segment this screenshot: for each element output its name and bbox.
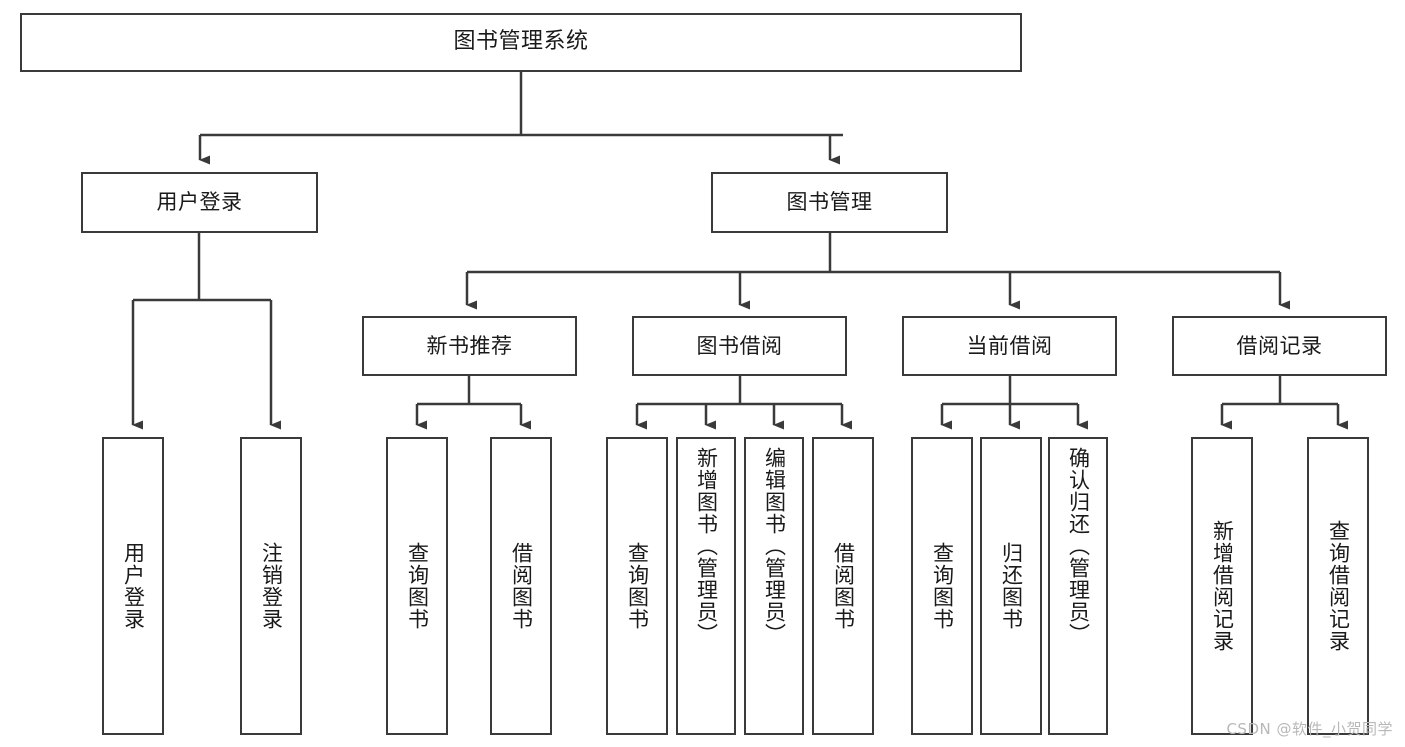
node-book-borrow-label: 图书借阅 bbox=[696, 333, 783, 358]
node-book-manage[interactable]: 图书管理 bbox=[711, 172, 948, 233]
node-leaf-query-book-1-label: 查询图书 bbox=[405, 542, 430, 630]
node-root-label: 图书管理系统 bbox=[453, 29, 589, 55]
node-current-borrow-label: 当前借阅 bbox=[966, 333, 1053, 358]
node-leaf-query-book-2[interactable]: 查询图书 bbox=[606, 437, 668, 735]
node-new-book-recommend[interactable]: 新书推荐 bbox=[362, 316, 577, 376]
node-user-login-label: 用户登录 bbox=[156, 190, 243, 215]
node-book-manage-label: 图书管理 bbox=[786, 190, 873, 215]
node-leaf-return-book-label: 归还图书 bbox=[999, 542, 1024, 630]
node-leaf-query-record[interactable]: 查询借阅记录 bbox=[1307, 437, 1369, 735]
node-leaf-user-logout[interactable]: 注销登录 bbox=[240, 437, 302, 735]
node-borrow-record[interactable]: 借阅记录 bbox=[1172, 316, 1387, 376]
node-leaf-add-book-label: 新增图书（管理员） bbox=[694, 447, 719, 645]
node-leaf-query-book-2-label: 查询图书 bbox=[625, 542, 650, 630]
node-leaf-add-record-label: 新增借阅记录 bbox=[1210, 520, 1235, 652]
node-leaf-edit-book[interactable]: 编辑图书（管理员） bbox=[744, 437, 804, 735]
node-leaf-query-book-1[interactable]: 查询图书 bbox=[386, 437, 448, 735]
node-leaf-borrow-book-2-label: 借阅图书 bbox=[831, 542, 856, 630]
node-current-borrow[interactable]: 当前借阅 bbox=[902, 316, 1117, 376]
node-leaf-query-book-3-label: 查询图书 bbox=[930, 542, 955, 630]
node-leaf-user-login[interactable]: 用户登录 bbox=[102, 437, 164, 735]
node-leaf-borrow-book-1-label: 借阅图书 bbox=[509, 542, 534, 630]
node-user-login[interactable]: 用户登录 bbox=[81, 172, 318, 233]
node-leaf-confirm-return-label: 确认归还（管理员） bbox=[1066, 447, 1091, 645]
node-leaf-borrow-book-2[interactable]: 借阅图书 bbox=[812, 437, 874, 735]
node-leaf-borrow-book-1[interactable]: 借阅图书 bbox=[490, 437, 552, 735]
node-leaf-user-login-label: 用户登录 bbox=[121, 542, 146, 630]
node-leaf-confirm-return[interactable]: 确认归还（管理员） bbox=[1048, 437, 1108, 735]
node-leaf-query-record-label: 查询借阅记录 bbox=[1326, 520, 1351, 652]
node-leaf-user-logout-label: 注销登录 bbox=[259, 542, 284, 630]
node-leaf-return-book[interactable]: 归还图书 bbox=[980, 437, 1042, 735]
node-leaf-add-book[interactable]: 新增图书（管理员） bbox=[676, 437, 736, 735]
node-book-borrow[interactable]: 图书借阅 bbox=[632, 316, 847, 376]
node-leaf-query-book-3[interactable]: 查询图书 bbox=[911, 437, 973, 735]
node-root[interactable]: 图书管理系统 bbox=[20, 13, 1022, 72]
node-leaf-edit-book-label: 编辑图书（管理员） bbox=[762, 447, 787, 645]
node-leaf-add-record[interactable]: 新增借阅记录 bbox=[1191, 437, 1253, 735]
node-new-book-recommend-label: 新书推荐 bbox=[426, 333, 513, 358]
node-borrow-record-label: 借阅记录 bbox=[1236, 333, 1323, 358]
